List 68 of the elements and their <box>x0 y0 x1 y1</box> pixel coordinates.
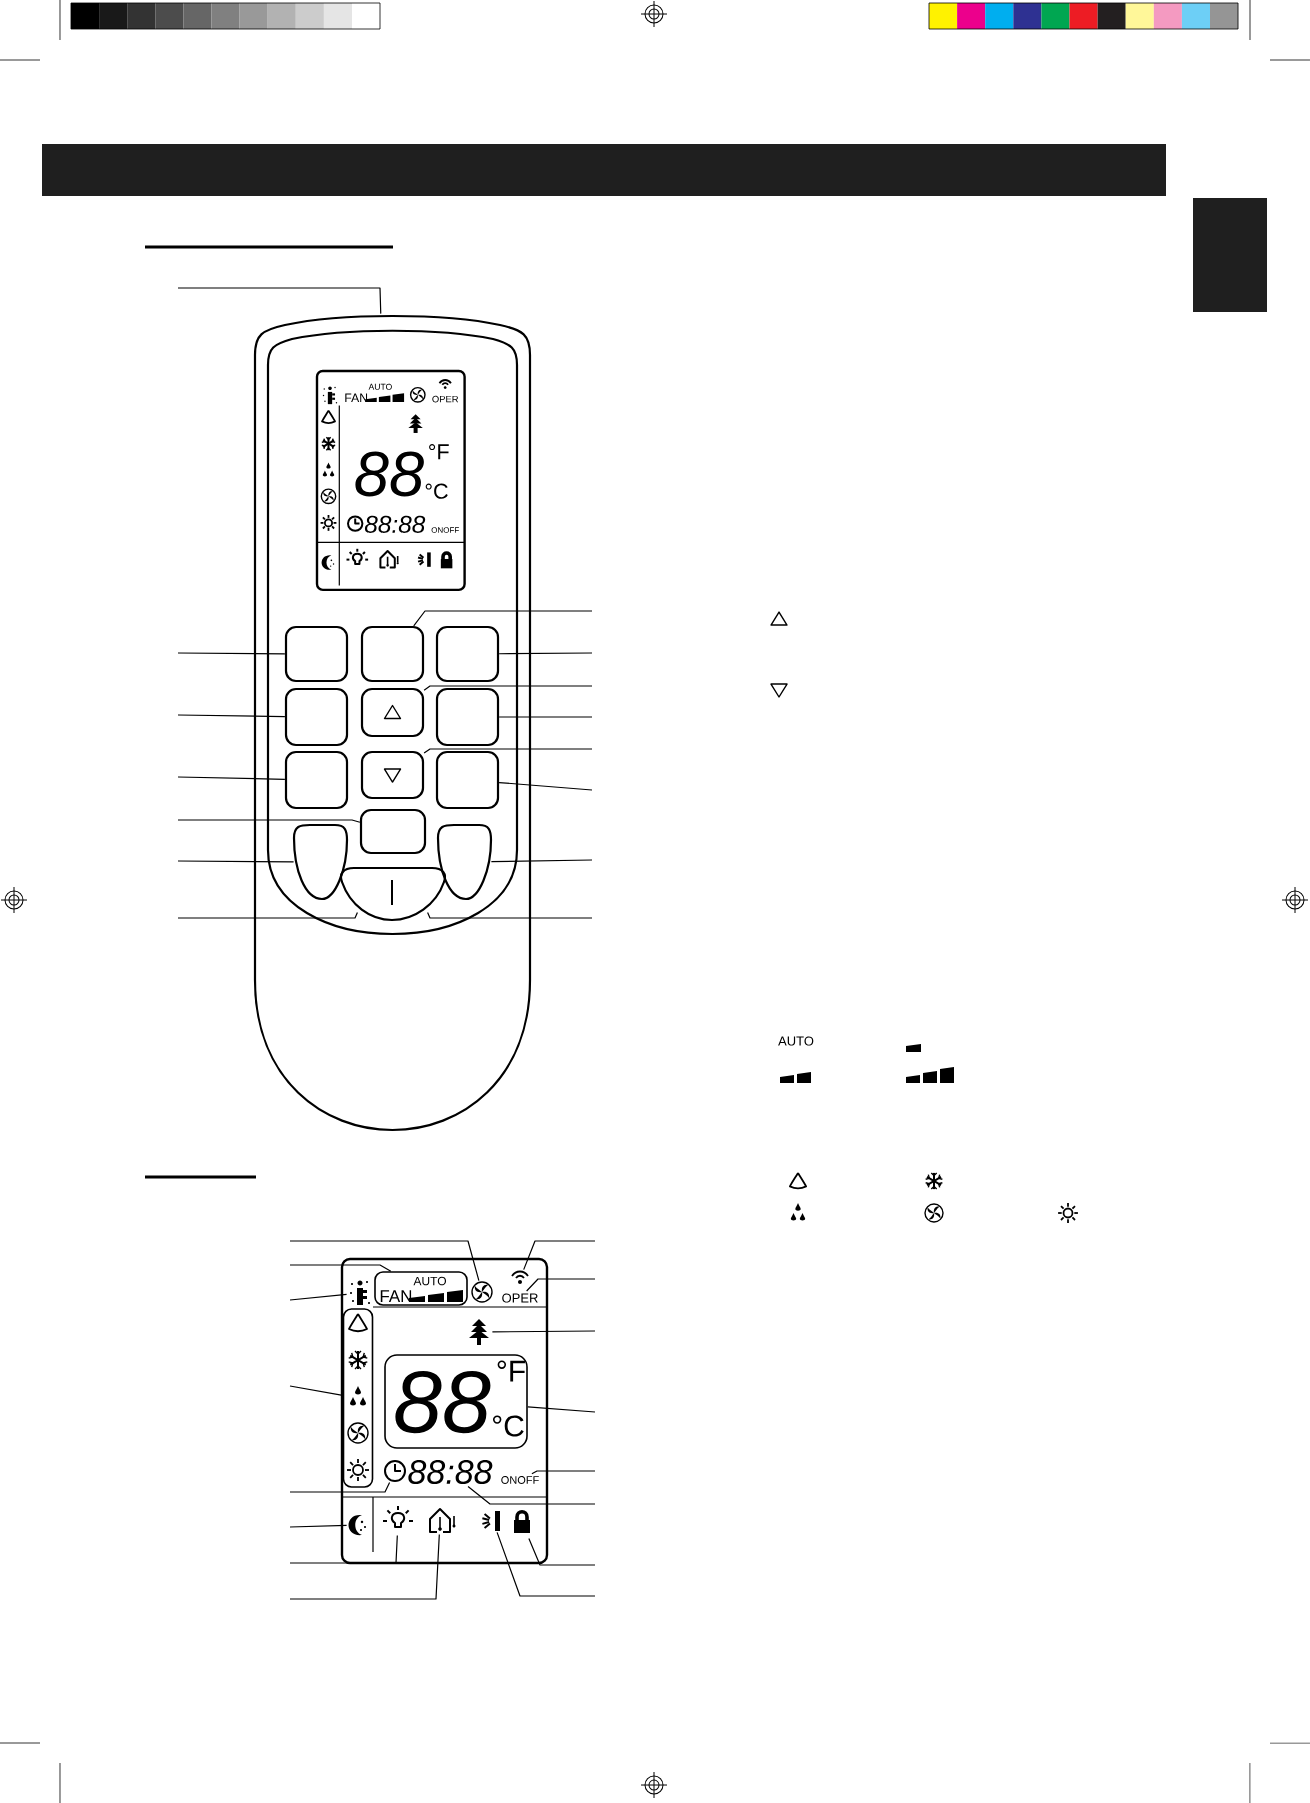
signal-icon <box>511 1270 529 1284</box>
status-text: OPER <box>432 395 459 403</box>
leader-line <box>423 748 593 754</box>
unit-label: °F <box>429 444 449 460</box>
leader-line <box>490 859 593 863</box>
leader-line <box>289 1240 480 1282</box>
leader-line <box>427 911 593 919</box>
leader-line <box>177 860 295 863</box>
leader-line <box>413 610 593 627</box>
button <box>284 625 349 683</box>
leader-line <box>177 652 286 655</box>
leader-line <box>523 1240 596 1271</box>
leader-line <box>526 1278 596 1292</box>
leader-line <box>177 911 358 919</box>
leader-line <box>289 1264 392 1272</box>
temperature-digits: 88 <box>355 451 424 497</box>
leader-line <box>289 1524 348 1528</box>
button <box>292 823 349 901</box>
button <box>340 866 393 922</box>
leader-line <box>289 1533 440 1600</box>
mode-column <box>342 1308 374 1488</box>
leader-line <box>496 1531 596 1597</box>
down-button <box>360 750 425 800</box>
leader-line <box>467 1485 596 1505</box>
time-digits: 88:88 <box>408 1460 493 1485</box>
leader-line <box>531 1470 596 1475</box>
button <box>436 823 493 901</box>
auto-label: AUTO <box>368 383 392 390</box>
person-icon <box>350 1280 370 1305</box>
leader-line <box>498 652 593 655</box>
leader-line <box>289 1385 344 1396</box>
button <box>284 750 349 810</box>
button <box>435 750 500 810</box>
button <box>435 625 500 683</box>
button <box>284 687 349 747</box>
leader-line <box>289 1293 348 1301</box>
clock-icon <box>384 1460 406 1482</box>
status-text: ONOFF <box>501 1476 539 1484</box>
button <box>435 687 500 747</box>
fan-icon <box>471 1281 493 1303</box>
leader-line <box>177 287 382 315</box>
button <box>360 625 425 683</box>
up-button <box>360 687 425 738</box>
unit-label: °C <box>425 483 448 499</box>
leader-line <box>491 1330 596 1333</box>
leader-line <box>177 714 286 718</box>
leader-line <box>289 1534 398 1564</box>
leader-line <box>528 1537 596 1566</box>
status-text: ONOFF <box>431 527 459 533</box>
leader-line <box>498 716 593 718</box>
house-icon <box>429 1508 456 1533</box>
light-bar-icon <box>481 1511 500 1531</box>
lock-icon <box>514 1510 530 1533</box>
button <box>359 808 427 855</box>
tree-icon <box>469 1319 489 1345</box>
leader-line <box>177 776 286 780</box>
moon-icon <box>348 1515 366 1535</box>
auto-label: AUTO <box>778 1036 814 1046</box>
leader-line <box>498 781 593 791</box>
button <box>391 866 446 922</box>
remote-body <box>253 314 532 1132</box>
bulb-icon <box>382 1505 414 1528</box>
status-text: OPER <box>502 1293 538 1303</box>
leader-line <box>423 685 593 691</box>
leader-line <box>289 1481 391 1493</box>
time-digits: 88:88 <box>364 515 426 534</box>
leader-line <box>177 819 361 823</box>
fan-label: FAN <box>345 393 368 402</box>
